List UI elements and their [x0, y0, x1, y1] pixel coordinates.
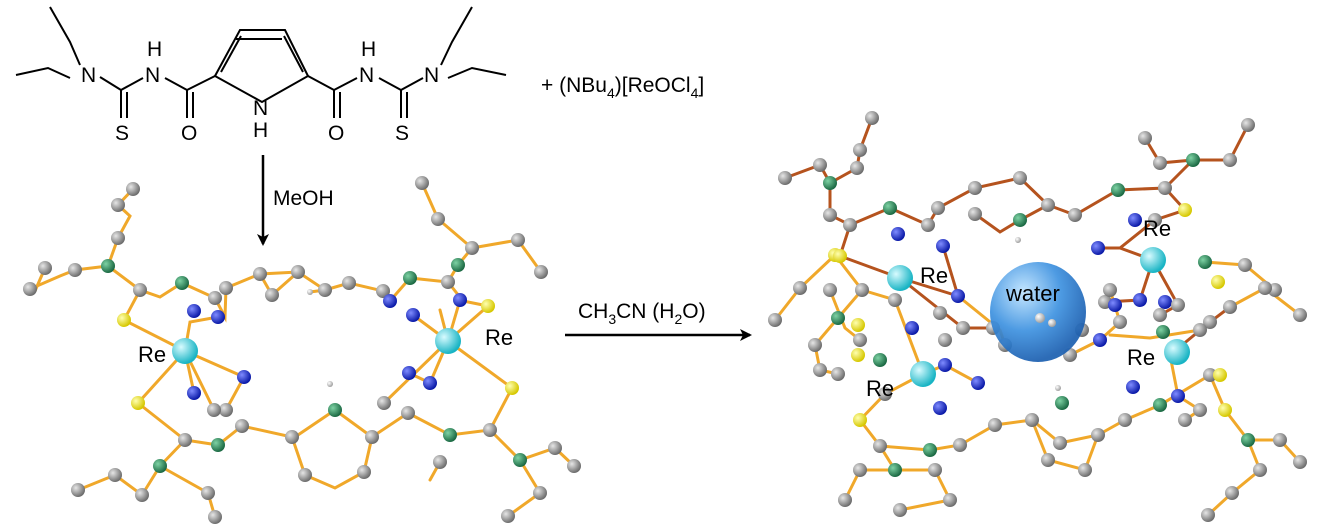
tetramer-re-top-right-label: Re — [1143, 216, 1171, 241]
atom-h-left: H — [147, 38, 162, 61]
re-atom-left — [172, 338, 198, 364]
atom-nh-left: N — [145, 64, 160, 87]
atom-n-right: N — [424, 64, 439, 87]
atom-n-pyrrole: N — [253, 97, 268, 120]
ligand-atom-labels: N H N S O N H O H N S N — [81, 38, 439, 145]
rhenium-precursor-label: + (NBu4)[ReOCl4] — [541, 74, 704, 101]
dimer-complex-structure: Re Re — [23, 176, 581, 524]
tetramer-re-bottom-right-label: Re — [1127, 345, 1155, 370]
atom-o-left: O — [181, 122, 197, 145]
atom-s-left: S — [115, 122, 129, 145]
re-atom-bottom-left — [910, 361, 936, 387]
dimer-re-right-label: Re — [485, 325, 513, 350]
re-atom-top-left — [887, 265, 913, 291]
re-atom-top-right — [1140, 247, 1166, 273]
re-atom-right — [435, 328, 461, 354]
tetramer-re-top-left-label: Re — [920, 263, 948, 288]
tetramer-re-bottom-left-label: Re — [866, 376, 894, 401]
atom-h-pyrrole: H — [253, 119, 268, 142]
atom-o-right: O — [328, 122, 344, 145]
tetramer-complex-structure: Re Re Re Re water — [768, 111, 1307, 522]
re-atom-bottom-right — [1164, 339, 1190, 365]
solvent-label-acetonitrile: CH3CN (H2O) — [578, 300, 706, 327]
solvent-label-meoh: MeOH — [273, 187, 334, 210]
water-guest-label: water — [1005, 281, 1060, 306]
dimer-re-left-label: Re — [138, 342, 166, 367]
atom-nh-right: N — [359, 64, 374, 87]
atom-s-right: S — [395, 122, 409, 145]
water-guest-sphere — [990, 262, 1086, 362]
tetramer-atoms — [768, 111, 1307, 522]
ligand-structural-formula — [15, 6, 507, 118]
dimer-atoms — [23, 176, 581, 524]
atom-n-left: N — [81, 64, 96, 87]
atom-h-right: H — [361, 38, 376, 61]
